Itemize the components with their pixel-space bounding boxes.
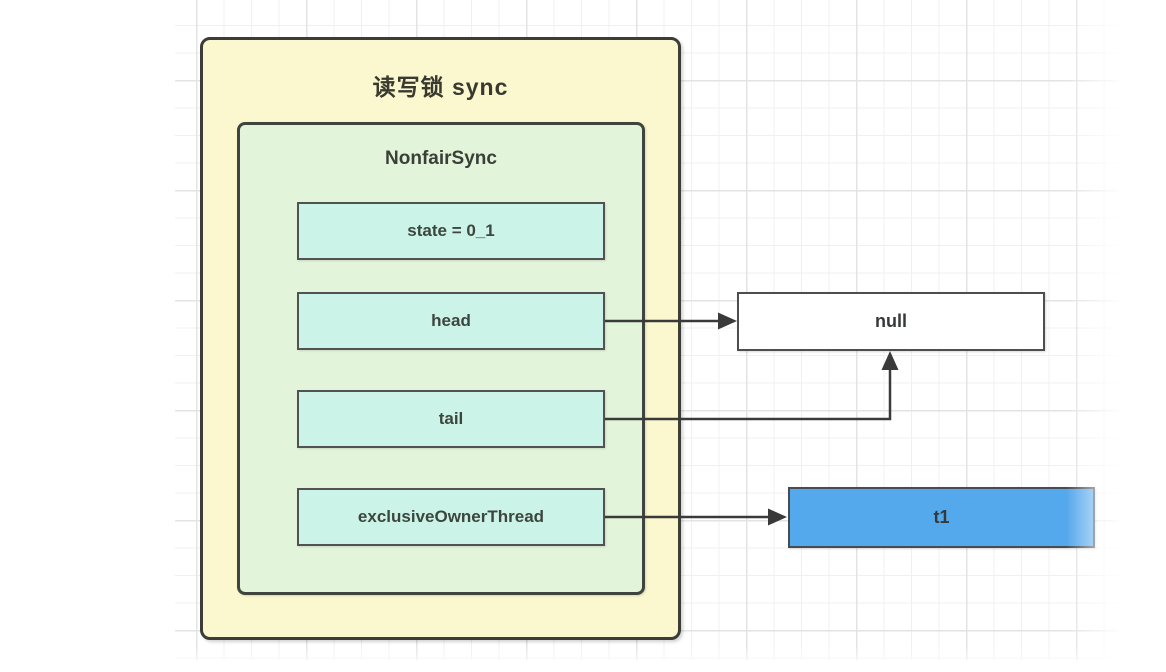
t1-node-box: t1 — [788, 487, 1095, 548]
field-label-state: state = 0_1 — [407, 221, 495, 240]
null-node-label: null — [875, 311, 907, 331]
null-node-box: null — [737, 292, 1045, 351]
field-box-tail: tail — [297, 390, 605, 448]
t1-node-label: t1 — [933, 507, 950, 527]
field-box-state: state = 0_1 — [297, 202, 605, 260]
field-label-head: head — [431, 311, 471, 330]
inner-container-title: NonfairSync — [385, 148, 497, 169]
outer-container-title: 读写锁 sync — [372, 74, 509, 100]
field-box-exclusive-owner-thread: exclusiveOwnerThread — [297, 488, 605, 546]
field-label-tail: tail — [438, 409, 464, 428]
field-label-exclusive-owner-thread: exclusiveOwnerThread — [357, 507, 545, 526]
field-box-head: head — [297, 292, 605, 350]
